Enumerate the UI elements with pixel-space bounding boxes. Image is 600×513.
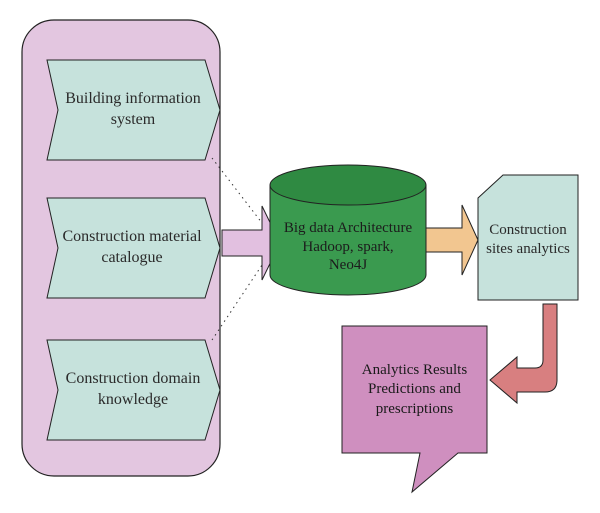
big-data-cylinder [269, 184, 427, 296]
big-data-label: Big data Architecture Hadoop, spark, Neo… [283, 219, 413, 274]
results-callout [341, 325, 488, 494]
source-label-domain: Construction domain knowledge [65, 370, 201, 408]
analytics-label: Construction sites analytics [486, 221, 570, 258]
source-construction-material [46, 197, 221, 299]
source-label-building: Building information system [65, 90, 201, 128]
arrow-to-results [489, 303, 558, 405]
arrow-to-analytics [425, 204, 479, 276]
source-construction-domain [46, 339, 221, 441]
analytics-box [477, 174, 579, 301]
big-data-cylinder-top [269, 164, 427, 206]
results-label: Analytics Results Predictions and prescr… [361, 361, 468, 417]
source-building-information [46, 59, 221, 161]
source-label-material: Construction material catalogue [62, 228, 202, 266]
